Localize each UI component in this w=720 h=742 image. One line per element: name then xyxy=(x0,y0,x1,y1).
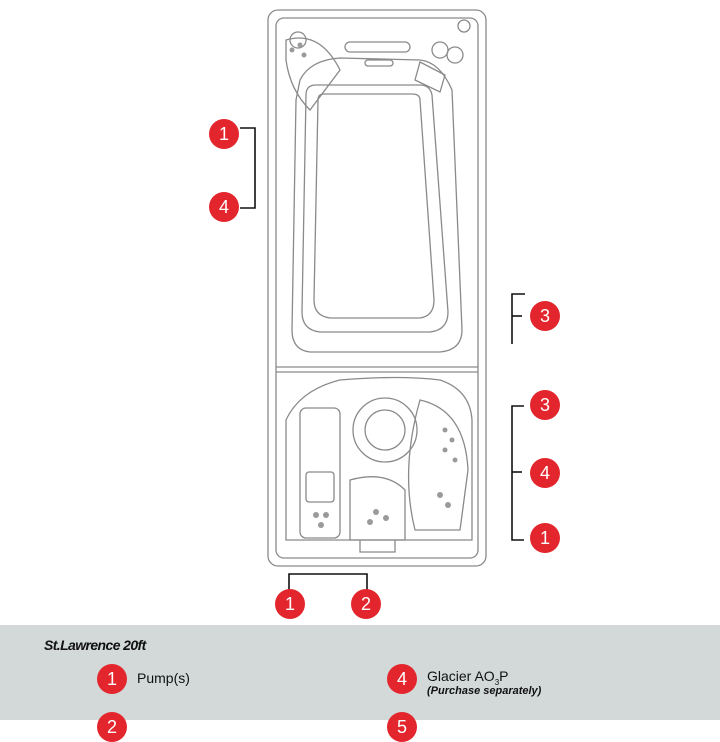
glacier-label-end: P xyxy=(499,668,509,684)
callout-badge: 1 xyxy=(530,523,560,553)
callout-badge: 1 xyxy=(209,119,239,149)
legend-label-pumps: Pump(s) xyxy=(137,670,190,686)
legend-panel: St.Lawrence 20ft 1 Pump(s) 4 Glacier AO3… xyxy=(0,625,720,742)
legend-badge: 1 xyxy=(97,664,127,694)
spa-seating-area xyxy=(285,376,473,541)
callout-badge: 4 xyxy=(209,192,239,222)
legend-note: (Purchase separately) xyxy=(427,685,542,697)
callout-badge: 3 xyxy=(530,301,560,331)
callout-badge: 4 xyxy=(530,458,560,488)
legend-title: St.Lawrence 20ft xyxy=(44,637,146,653)
swim-area xyxy=(313,93,435,319)
callout-badge: 2 xyxy=(351,589,381,619)
legend-badge: 4 xyxy=(387,664,417,694)
callout-badge: 1 xyxy=(275,589,305,619)
spa-outer-shell xyxy=(267,9,487,567)
callout-badge: 3 xyxy=(530,390,560,420)
legend-label-glacier: Glacier AO3P xyxy=(427,668,509,687)
swim-spa-diagram xyxy=(240,9,525,590)
legend-badge-cutoff: 2 xyxy=(97,712,127,742)
legend-badge-cutoff: 5 xyxy=(387,712,417,742)
glacier-label-sub: 3 xyxy=(494,677,500,687)
glacier-label-main: Glacier AO xyxy=(427,668,495,684)
